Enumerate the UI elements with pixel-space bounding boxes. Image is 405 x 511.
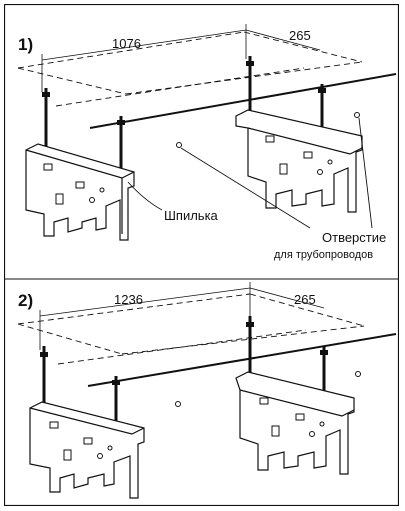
dim-side-1: 265	[289, 28, 311, 43]
leader-lines	[127, 117, 373, 229]
label-rod: Шпилька	[164, 208, 219, 223]
bracket-right-2-holes	[259, 397, 325, 437]
pipe-hole-markers	[176, 112, 360, 148]
bracket-right-holes	[265, 135, 333, 175]
pipe-line	[89, 73, 397, 129]
bracket-left-holes	[43, 163, 105, 205]
panel-1-number: 1)	[18, 35, 33, 54]
rod-nuts	[42, 61, 326, 125]
dimension-lines	[41, 24, 321, 92]
dimension-lines-2	[39, 282, 325, 350]
dim-side-2: 265	[294, 292, 316, 307]
dim-spacing-1: 1076	[112, 36, 141, 51]
rod-nuts-2	[40, 322, 328, 385]
panel-2: 2) 1236 265	[17, 282, 397, 499]
ceiling-plane	[17, 31, 363, 107]
ceiling-plane-2	[17, 293, 365, 365]
panel-2-number: 2)	[18, 291, 33, 310]
bracket-left-2-holes	[49, 421, 113, 461]
installation-diagram: 1) 1076 265	[3, 3, 400, 507]
label-hole-line2: для трубопроводов	[274, 249, 373, 261]
pipe-line-2	[87, 333, 397, 387]
label-hole-line1: Отверстие	[322, 230, 386, 245]
panel-1: 1) 1076 265	[17, 24, 397, 261]
pipe-hole-markers-2	[175, 371, 361, 407]
diagram-frame: 1) 1076 265	[3, 3, 400, 507]
bracket-left	[25, 143, 135, 241]
dim-spacing-2: 1236	[114, 292, 143, 307]
